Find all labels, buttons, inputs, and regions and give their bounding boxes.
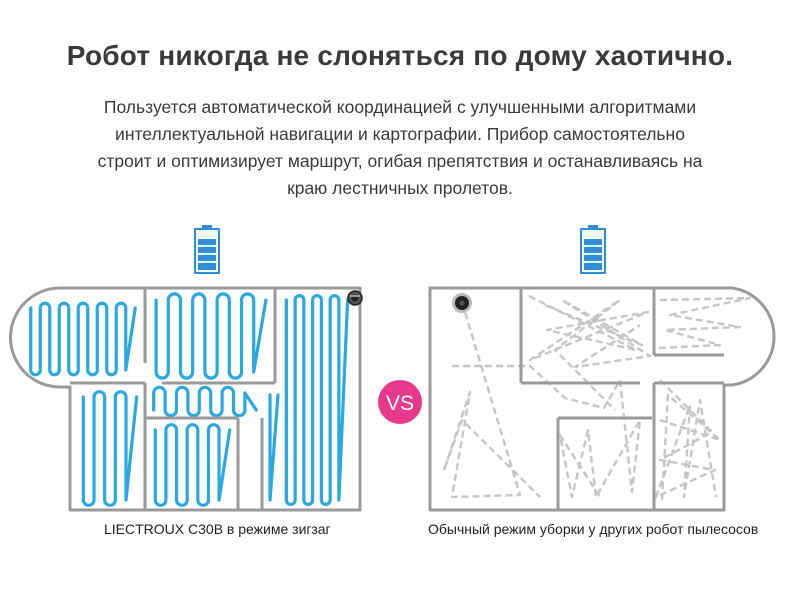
zigzag-path-segment: [81, 390, 139, 507]
battery-full-icon: [194, 225, 220, 274]
vs-badge: VS: [378, 380, 422, 424]
zigzag-path-segment: [154, 292, 268, 380]
description-line: краю лестничных пролетов.: [287, 178, 513, 198]
random-cleaning-path: [442, 294, 752, 501]
page-title: Робот никогда не слоняться по дому хаоти…: [66, 40, 734, 71]
floor-plan-left: [9, 286, 362, 512]
description: Пользуется автоматической координацией с…: [40, 94, 760, 202]
description-line: строит и оптимизирует маршрут, огибая пр…: [97, 151, 703, 171]
caption-left: LIECTROUX C30B в режиме зигзаг: [104, 521, 331, 537]
zigzag-path-segment: [153, 423, 232, 507]
zigzag-cleaning-path: [29, 292, 350, 507]
description-line: интеллектуальной навигации и картографии…: [115, 124, 685, 144]
robot-vacuum-icon: [347, 290, 363, 306]
zigzag-path-segment: [29, 301, 137, 377]
zigzag-path-segment: [284, 294, 350, 506]
description-line: Пользуется автоматической координацией с…: [103, 97, 697, 117]
battery-full-icon: [580, 225, 606, 274]
robot-vacuum-icon: [452, 293, 472, 313]
zigzag-path-segment: [152, 385, 258, 418]
caption-right: Обычный режим уборки у других робот пыле…: [428, 521, 759, 537]
zigzag-path-segment: [268, 393, 280, 502]
vs-label: VS: [386, 392, 414, 415]
floor-plan-right: [428, 286, 776, 512]
